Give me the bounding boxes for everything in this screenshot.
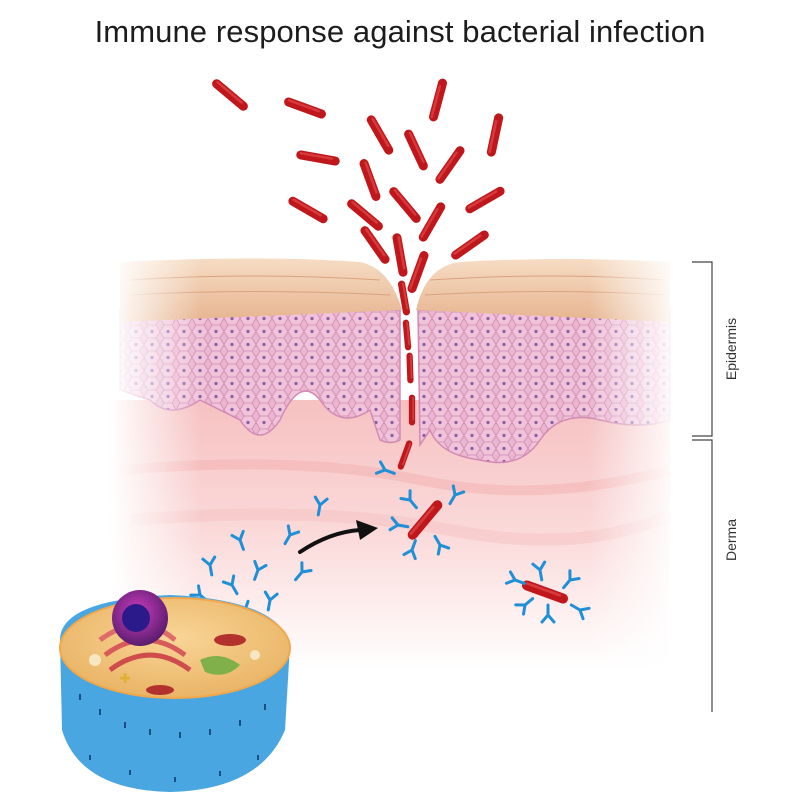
mitochondrion	[146, 685, 174, 695]
centriole	[120, 673, 130, 683]
bacterium	[286, 195, 330, 225]
endoplasmic-reticulum	[200, 656, 240, 675]
epidermis-bracket: Epidermis	[692, 261, 739, 437]
vesicle	[89, 654, 101, 666]
curved-arrow-icon	[298, 528, 362, 554]
epidermis-label: Epidermis	[723, 318, 739, 380]
plasma-cell	[59, 590, 291, 792]
arrow-head-icon	[356, 520, 378, 540]
bacterium	[365, 113, 395, 157]
derma-label: Derma	[723, 519, 739, 561]
bacterium	[210, 77, 250, 113]
bacterium	[486, 112, 504, 158]
cell-receptors	[79, 694, 266, 782]
bacterium	[463, 185, 507, 215]
mitochondrion	[214, 634, 246, 646]
diagram-title: Immune response against bacterial infect…	[94, 14, 706, 49]
bacterium	[433, 144, 467, 186]
bacterium	[406, 352, 414, 384]
bacterium	[295, 149, 341, 167]
bacterium	[408, 394, 416, 426]
derma-bracket: Derma	[692, 439, 739, 712]
bacterium	[282, 96, 328, 120]
bacterium	[387, 185, 423, 225]
nucleus	[112, 590, 168, 646]
vesicle	[250, 650, 260, 660]
bacterium	[358, 157, 382, 203]
bacterium	[402, 128, 430, 172]
bacterium	[417, 200, 447, 244]
bacterium	[427, 77, 449, 123]
